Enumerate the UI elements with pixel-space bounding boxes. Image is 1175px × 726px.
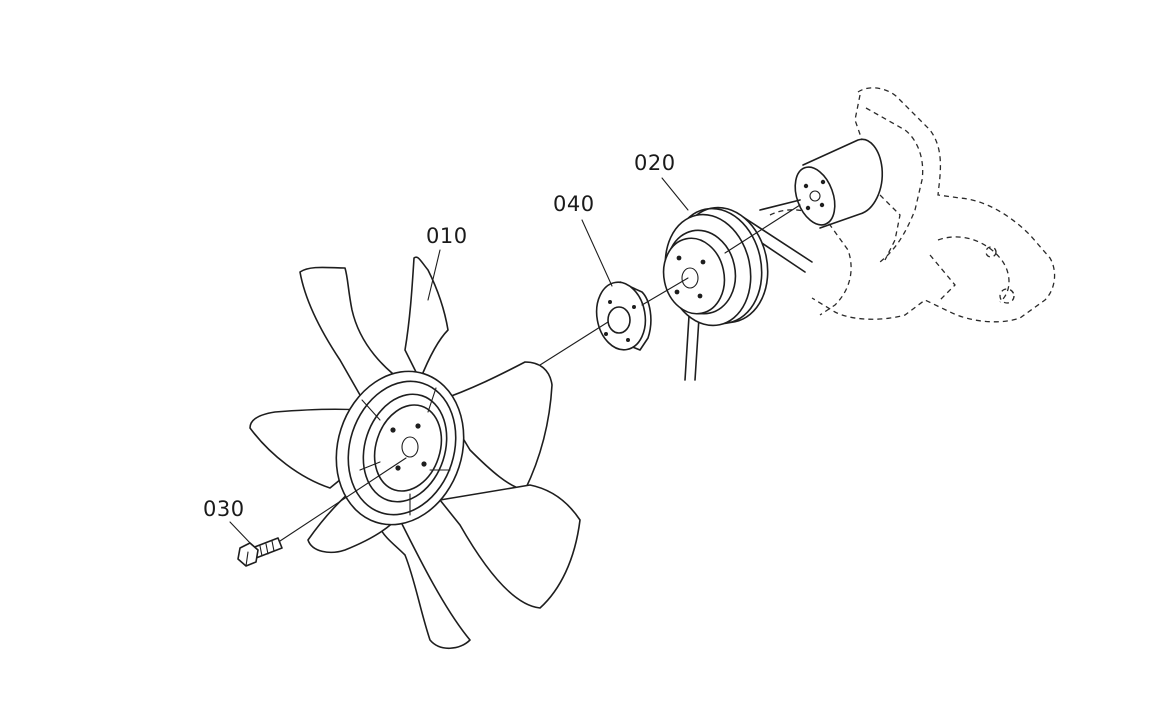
fan-blade-bottom — [379, 519, 471, 650]
label-part-040: 040 — [553, 192, 595, 216]
assembly-axis-lines — [279, 204, 801, 542]
fan-blade-upper — [404, 256, 449, 381]
label-part-020: 020 — [634, 151, 676, 175]
water-pump-body — [794, 138, 884, 229]
fan-blade-right — [439, 361, 553, 491]
cooling-fan — [249, 256, 581, 650]
water-pump-pulley — [662, 206, 769, 327]
label-part-010: 010 — [426, 224, 468, 248]
fan-bolt — [237, 537, 283, 567]
leader-lines — [229, 177, 689, 546]
label-part-030: 030 — [203, 497, 245, 521]
fan-blade-lower-right — [439, 484, 581, 609]
fan-blade-left — [249, 408, 361, 489]
water-pump-housing — [769, 87, 1056, 323]
fan-blade-upper-left — [299, 266, 409, 396]
fan-spacer — [595, 281, 652, 351]
